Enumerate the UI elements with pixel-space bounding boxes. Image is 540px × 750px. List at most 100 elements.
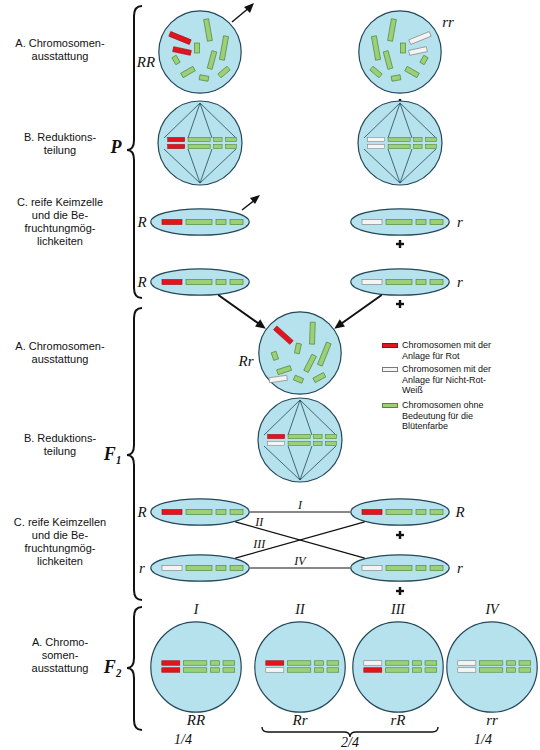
- stage-label: B. Reduktions- teilung: [12, 131, 108, 157]
- combination-numeral: IV: [294, 555, 305, 567]
- gamete-cell: r: [350, 554, 450, 582]
- plus-sign: [396, 99, 404, 107]
- spindle-cell: [158, 101, 242, 185]
- cell-membrane: [351, 209, 449, 235]
- chromosomes: [172, 19, 230, 82]
- connector-line: [250, 511, 350, 512]
- stage-label: C. reife Keimzelle und die Be- fruchtung…: [12, 196, 108, 248]
- genotype-label: rr: [442, 15, 454, 30]
- gamete-chromosomes: [362, 220, 443, 225]
- genotype-label: Rr: [293, 713, 308, 728]
- allele-label: r: [457, 275, 463, 290]
- cell-outline: [150, 498, 250, 526]
- genotype-label: rr: [486, 713, 498, 728]
- cell-outline: [350, 208, 450, 236]
- spindle-cell: [358, 101, 442, 185]
- generation-label: F₁: [100, 444, 126, 464]
- allele-label: R: [455, 505, 464, 520]
- allele-label: r: [139, 561, 145, 576]
- cell-membrane: [255, 622, 345, 712]
- connector-line: [250, 567, 350, 568]
- cell-outline: [446, 621, 538, 713]
- allele-label: R: [137, 215, 146, 230]
- cell-membrane: [151, 499, 249, 525]
- connector-line: [235, 522, 364, 558]
- cell-outline: [258, 311, 342, 395]
- gamete-cell: R: [150, 208, 250, 236]
- stage-label: A. Chromosomen- ausstattung: [12, 340, 108, 366]
- gamete-chromosomes: [162, 280, 243, 285]
- allele-label: R: [137, 505, 146, 520]
- generation-brace: [127, 607, 142, 730]
- gamete-cell: R: [150, 498, 250, 526]
- stage-label: A. Chromo- somen- ausstattung: [20, 636, 100, 675]
- cell-membrane: [151, 622, 241, 712]
- cell-outline: [358, 10, 442, 94]
- gamete-cell: R: [350, 498, 450, 526]
- cell-membrane: [151, 269, 249, 295]
- stage-label: B. Reduktions- teilung: [12, 432, 108, 458]
- chromosomes: [370, 19, 428, 82]
- chromosome-set: [169, 19, 230, 82]
- cell-outline: [150, 554, 250, 582]
- generation-brace: [127, 308, 142, 600]
- gamete-chromosomes: [362, 280, 443, 285]
- connector-line: [341, 295, 382, 324]
- arrow-head: [255, 319, 266, 328]
- cell-outline: [352, 621, 444, 713]
- combination-numeral: IV: [485, 603, 498, 617]
- gamete-cell: R: [150, 268, 250, 296]
- outgoing-arrow: [242, 195, 260, 210]
- cell-circle: IIIrR: [352, 621, 444, 713]
- cell-outline: [150, 268, 250, 296]
- ratio-label: 2/4: [333, 735, 367, 750]
- cell-membrane: [151, 209, 249, 235]
- gamete-chromosomes: [362, 566, 443, 571]
- spindle-cell: [258, 398, 342, 482]
- cell-outline: [254, 621, 346, 713]
- cell-circle: IVrr: [446, 621, 538, 713]
- white-chromosome: [269, 375, 288, 382]
- outgoing-arrow: [232, 3, 254, 22]
- allele-label: R: [137, 275, 146, 290]
- gamete-cell: r: [350, 208, 450, 236]
- allele-label: r: [457, 215, 463, 230]
- fertilisation-arrow: [218, 295, 265, 329]
- white-chromosome: [409, 32, 431, 45]
- gamete-cell: r: [150, 554, 250, 582]
- generation-label: P: [104, 137, 128, 157]
- plus-sign: [396, 240, 404, 248]
- cell-membrane: [259, 312, 341, 394]
- combination-numeral: III: [253, 538, 265, 550]
- cell-outline: [150, 621, 242, 713]
- combination-numeral: II: [295, 603, 304, 617]
- pairing-line: [235, 522, 364, 558]
- fertilisation-arrow: [334, 295, 381, 329]
- generation-brace: [127, 6, 142, 298]
- plus-sign: [396, 587, 404, 595]
- pairing-line: [250, 512, 350, 513]
- white-chromosome: [409, 47, 428, 56]
- ratio-label: 1/4: [466, 732, 500, 747]
- cell-outline: [350, 498, 450, 526]
- red-chromosome: [169, 32, 191, 45]
- cell-outline: [350, 554, 450, 582]
- allele-label: r: [457, 561, 463, 576]
- cell-membrane: [151, 555, 249, 581]
- combination-numeral: I: [194, 603, 199, 617]
- ratio-label: 1/4: [166, 732, 200, 747]
- genotype-label: rR: [391, 713, 406, 728]
- cell-circle: IRR: [150, 621, 242, 713]
- genotype-label: RR: [137, 55, 155, 70]
- red-chromosome: [274, 326, 294, 344]
- cell-membrane: [159, 11, 241, 93]
- red-chromosome: [173, 47, 192, 56]
- chromosome-pair: [266, 661, 339, 673]
- cell-circle: Rr: [258, 311, 342, 395]
- connector-line: [218, 295, 259, 324]
- arrow-head: [334, 319, 345, 328]
- plus-sign: [396, 300, 404, 308]
- chromosome-pair: [162, 661, 235, 673]
